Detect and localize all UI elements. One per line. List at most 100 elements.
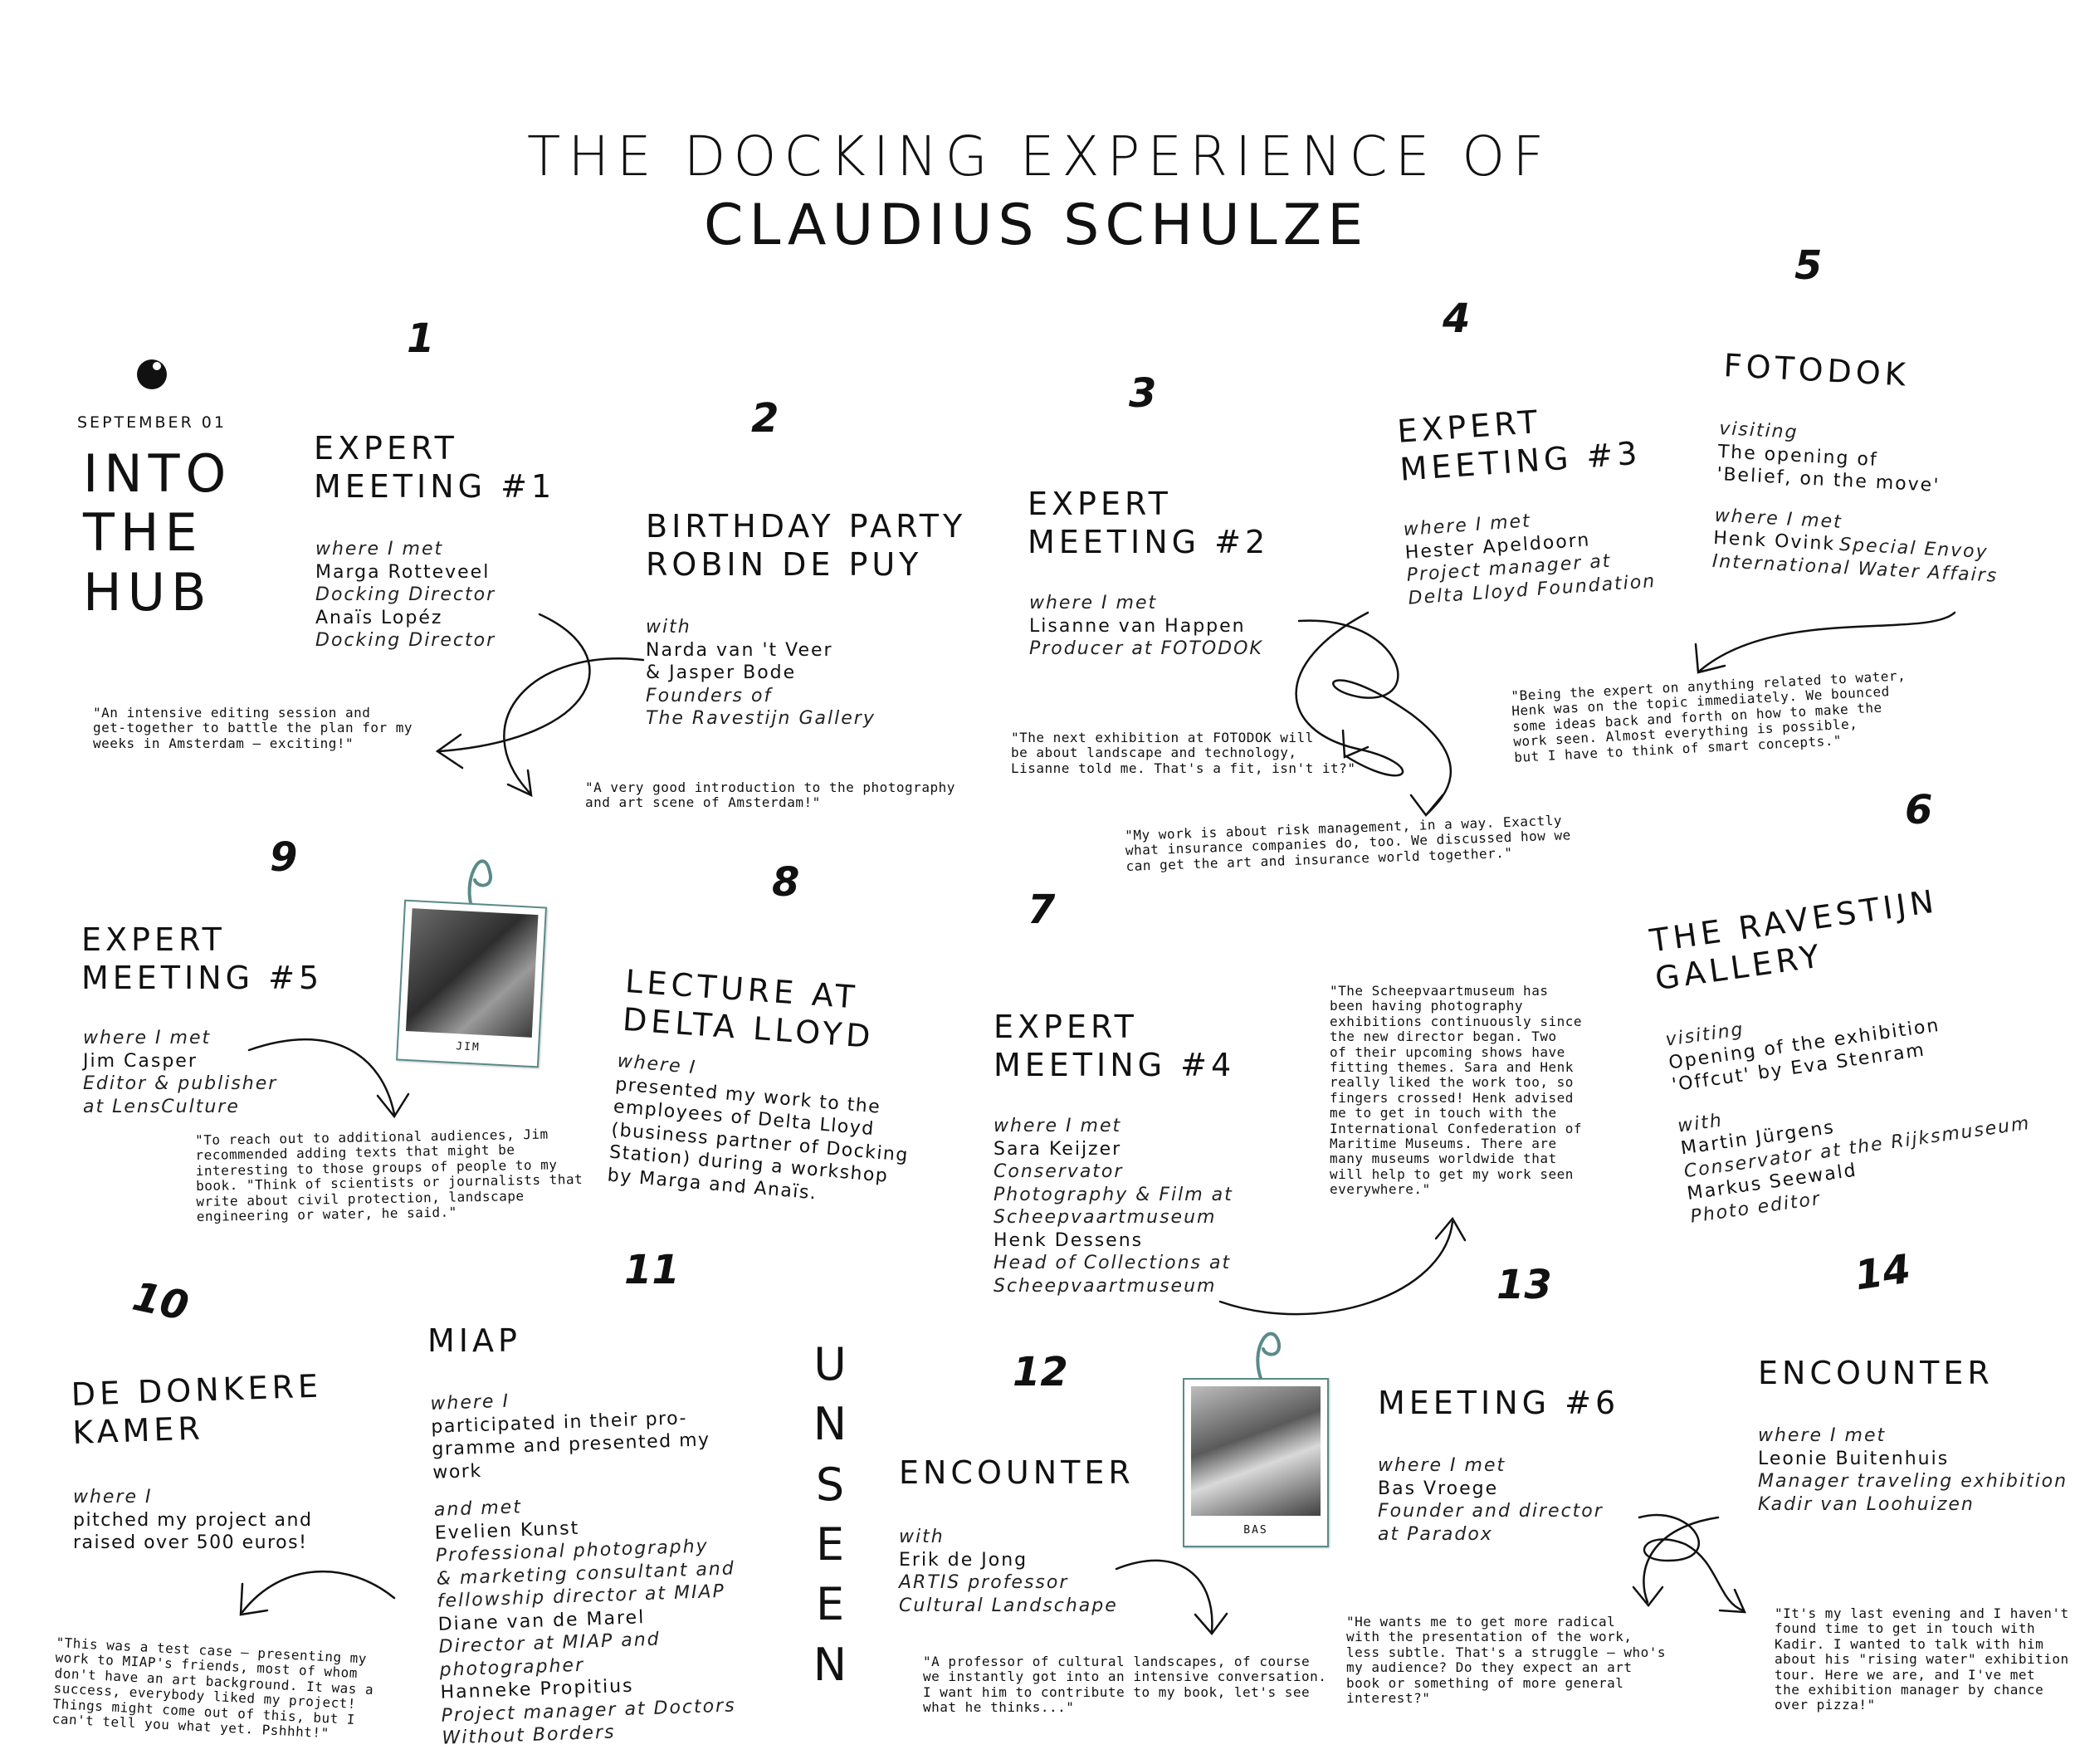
photo-image — [405, 908, 539, 1038]
arrowhead-13a — [1718, 1588, 1746, 1614]
photo-caption: BAS — [1243, 1524, 1268, 1537]
entry-number-7: 7 — [1028, 887, 1056, 933]
entry-quote-13: "He wants me to get more radical with th… — [1346, 1614, 1667, 1706]
person-role: Docking Director — [315, 630, 496, 651]
entry-details-10: where I pitched my project and raised ov… — [73, 1486, 405, 1555]
photo-polaroid-jim: JIM — [396, 899, 547, 1068]
person-name: Jim Casper — [83, 1050, 198, 1072]
entry-number-13: 13 — [1496, 1262, 1552, 1308]
entry-quote-7: "The Scheepvaartmuseum has been having p… — [1330, 983, 1582, 1198]
entry-details-12: with Erik de Jong ARTIS professor Cultur… — [899, 1526, 1198, 1617]
start-dot-icon — [137, 359, 167, 389]
entry-number-8: 8 — [772, 859, 800, 906]
arrowhead-5 — [1694, 643, 1726, 674]
entry-heading-14: ENCOUNTER — [1758, 1355, 1994, 1391]
arrowhead-9 — [376, 1092, 410, 1119]
entry-heading-11: MIAP — [427, 1322, 521, 1359]
unseen-vertical-label: U N S E E N — [805, 1335, 855, 1695]
person-role: Conservator Photography & Film at Scheep… — [994, 1161, 1233, 1228]
entry-heading-3: EXPERT MEETING #2 — [1028, 486, 1270, 560]
photo-string-bas — [1256, 1332, 1282, 1382]
entry-heading-6: THE RAVESTIJN GALLERY — [1648, 882, 1941, 997]
person-name: Bas Vroege — [1378, 1478, 1499, 1499]
entry-quote-2: "A very good introduction to the photogr… — [585, 779, 955, 811]
entry-heading-7: EXPERT MEETING #4 — [994, 1009, 1236, 1083]
entry-label: where I met — [1378, 1455, 1506, 1476]
arrowhead-1a — [435, 733, 464, 770]
entry-heading-2: BIRTHDAY PARTY ROBIN DE PUY — [646, 508, 967, 583]
arrow-4 — [1297, 619, 1452, 815]
person-role: Founder and director at Paradox — [1378, 1501, 1604, 1545]
entry-label: where I met — [315, 539, 444, 559]
entry-number-11: 11 — [624, 1247, 680, 1293]
entry-quote-14: "It's my last evening and I haven't foun… — [1775, 1605, 2069, 1713]
entry-label: where I — [73, 1487, 153, 1507]
entry-quote-4: "My work is about risk management, in a … — [1124, 812, 1571, 874]
photo-caption: JIM — [455, 1040, 481, 1054]
entry-details-13: where I met Bas Vroege Founder and direc… — [1378, 1454, 1677, 1546]
unseen-letter: N — [813, 1638, 847, 1691]
person-role: Founders of — [646, 685, 773, 706]
unseen-letter: E — [815, 1578, 845, 1631]
entry-number-6: 6 — [1905, 787, 1933, 833]
entry-details-2: with Narda van 't Veer & Jasper Bode Fou… — [646, 616, 920, 731]
person-role: Manager traveling exhibition Kadir van L… — [1758, 1471, 2068, 1515]
entry-label: where I met — [83, 1028, 212, 1048]
person-name: Erik de Jong — [899, 1549, 1028, 1571]
person-name: Leonie Buitenhuis — [1758, 1448, 1950, 1469]
entry-details-1: where I met Marga Rotteveel Docking Dire… — [315, 538, 589, 652]
entry-number-12: 12 — [1013, 1349, 1068, 1395]
entry-heading-1: EXPERT MEETING #1 — [314, 430, 556, 505]
photo-image — [1191, 1386, 1321, 1516]
person-role: Head of Collections at Scheepvaartmuseum — [994, 1253, 1232, 1297]
title-line-2: CLAUDIUS SCHULZE — [704, 193, 1370, 258]
entry-details-11: where I participated in their pro- gramm… — [430, 1381, 774, 1750]
person-role: The Ravestijn Gallery — [646, 708, 876, 729]
entry-number-1: 1 — [407, 315, 435, 362]
entry-details-7: where I met Sara Keijzer Conservator Pho… — [994, 1115, 1359, 1297]
entry-text: pitched my project and raised over 500 e… — [73, 1509, 313, 1554]
entry-label: where I met — [1029, 593, 1158, 613]
start-date: SEPTEMBER 01 — [77, 413, 227, 432]
person-role: Docking Director — [315, 584, 496, 605]
start-heading: INTO THE HUB — [83, 443, 232, 623]
entry-number-3: 3 — [1129, 370, 1157, 417]
arrow-10 — [241, 1570, 396, 1614]
unseen-letter: S — [815, 1458, 845, 1511]
arrowhead-12 — [1194, 1612, 1228, 1635]
entry-details-8: where I presented my work to the employe… — [607, 1050, 966, 1217]
entry-label: where I met — [994, 1116, 1122, 1136]
person-name: Lisanne van Happen — [1029, 615, 1246, 637]
unseen-letter: U — [813, 1338, 847, 1390]
arrow-5 — [1698, 611, 1956, 672]
entry-heading-5: FOTODOK — [1722, 347, 1911, 393]
person-role: Producer at FOTODOK — [1029, 638, 1263, 659]
arrowhead-4 — [1409, 794, 1444, 818]
entry-quote-5: "Being the expert on anything related to… — [1510, 667, 1907, 765]
entry-details-3: where I met Lisanne van Happen Producer … — [1029, 592, 1303, 661]
entry-text: participated in their pro- gramme and pr… — [430, 1407, 710, 1483]
entry-details-9: where I met Jim Casper Editor & publishe… — [83, 1027, 357, 1118]
person-name: Narda van 't Veer — [646, 639, 833, 661]
entry-heading-8: LECTURE AT DELTA LLOYD — [621, 963, 876, 1055]
person-role: Professional photography & marketing con… — [435, 1536, 736, 1612]
person-role: Editor & publisher at LensCulture — [83, 1073, 278, 1117]
entry-details-4: where I met Hester Apeldoorn Project man… — [1403, 498, 1707, 610]
entry-quote-9: "To reach out to additional audiences, J… — [194, 1126, 583, 1224]
person-name: Sara Keijzer — [994, 1138, 1122, 1160]
entry-number-14: 14 — [1852, 1245, 1914, 1300]
entry-details-14: where I met Leonie Buitenhuis Manager tr… — [1758, 1424, 2069, 1516]
entry-details-6: visiting Opening of the exhibition 'Offc… — [1664, 976, 2070, 1229]
entry-heading-12: ENCOUNTER — [899, 1454, 1135, 1491]
photo-polaroid-bas: BAS — [1183, 1378, 1329, 1547]
entry-details-5: visiting The opening of 'Belief, on the … — [1711, 418, 2051, 590]
arrowhead-1b — [506, 769, 533, 798]
arrowhead-7 — [1434, 1216, 1467, 1242]
entry-number-9: 9 — [270, 834, 298, 881]
entry-number-5: 5 — [1794, 242, 1823, 289]
entry-quote-12: "A professor of cultural landscapes, of … — [923, 1654, 1327, 1716]
title-line-1: THE DOCKING EXPERIENCE OF — [527, 125, 1552, 188]
unseen-letter: E — [815, 1518, 845, 1571]
arrowhead-13b — [1632, 1586, 1664, 1608]
entry-heading-4: EXPERT MEETING #3 — [1396, 403, 1643, 488]
